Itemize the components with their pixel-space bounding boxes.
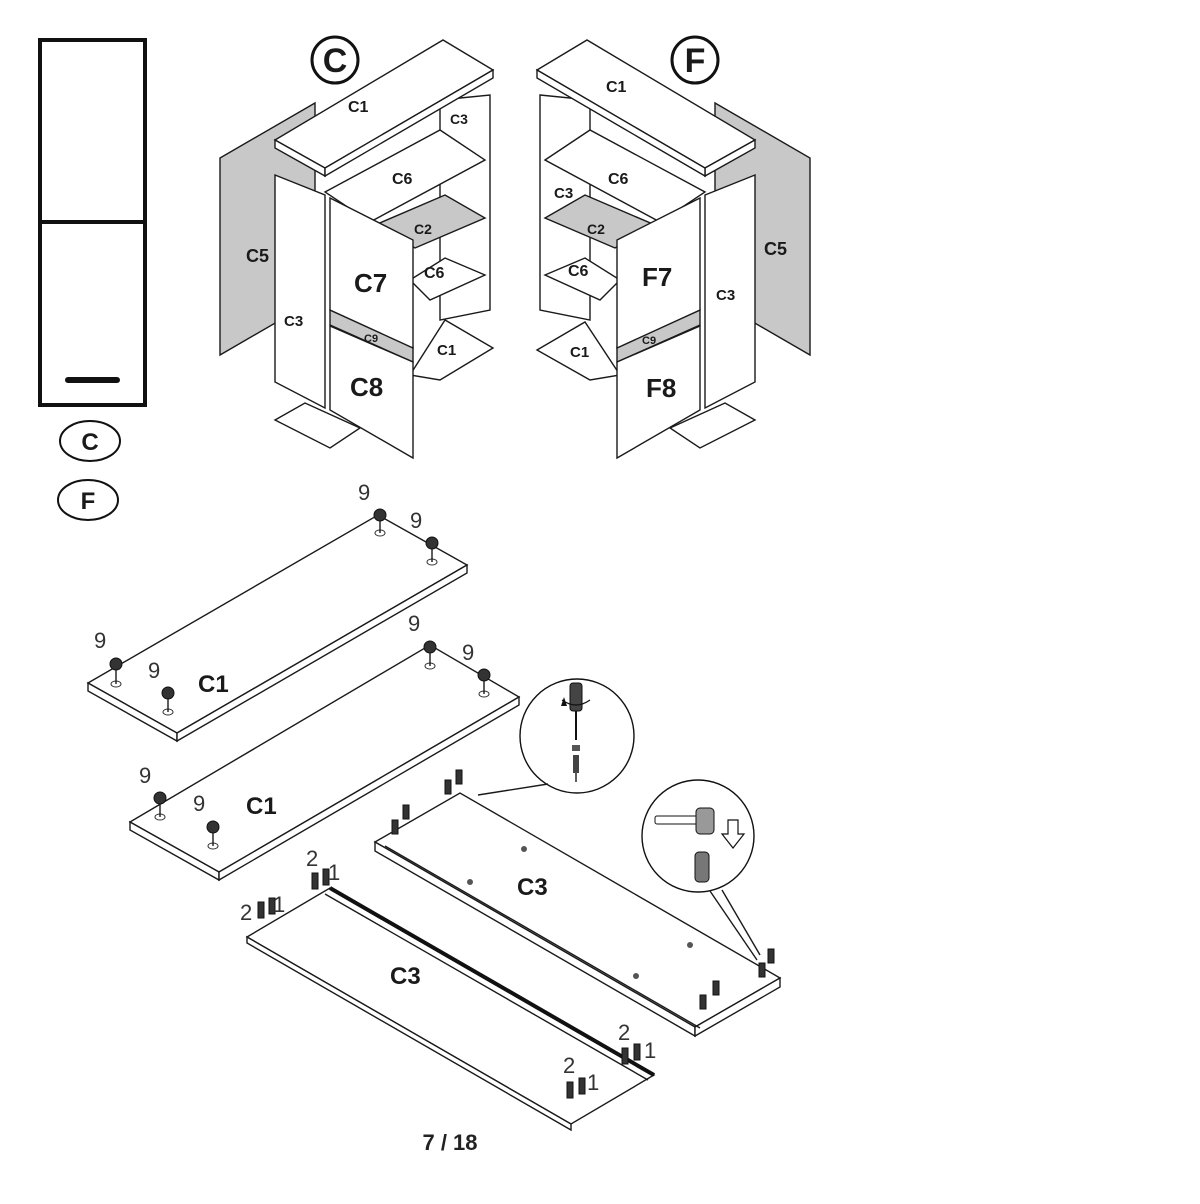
c7-upper-door xyxy=(329,196,414,350)
dowel-pin xyxy=(322,868,330,886)
c6-lower-label: C6 xyxy=(424,265,445,282)
f7-upper-door xyxy=(616,196,701,350)
cam-lock-fitting xyxy=(373,508,387,537)
callout-number: 2 xyxy=(306,846,318,871)
callout-number: 9 xyxy=(410,508,422,533)
dowel-pin xyxy=(402,804,410,820)
f-c9-label: C9 xyxy=(642,335,656,347)
board-c1-upper-label: C1 xyxy=(198,671,229,698)
callout-number: 2 xyxy=(618,1020,630,1045)
f-c6-upper-label: C6 xyxy=(608,171,629,188)
c7-label: C7 xyxy=(354,268,387,298)
f-c6-lower-label: C6 xyxy=(568,263,589,280)
hammer-icon xyxy=(654,807,715,835)
cabinet-c-badge-ring xyxy=(310,35,360,85)
callout-number: 2 xyxy=(240,900,252,925)
board-c3-bottom: C3 2 1 2 1 2 1 2 1 xyxy=(240,846,656,1132)
dowel-pin xyxy=(566,1081,574,1099)
callout-number: 9 xyxy=(358,480,370,505)
page-number: 7 / 18 xyxy=(422,1130,478,1155)
cabinet-c-exploded: C C5 C3 C1 C6 C2 C6 C1 C3 C9 xyxy=(219,35,495,460)
callout-number: 1 xyxy=(328,860,340,885)
board-c1-middle: C1 9 9 9 9 xyxy=(128,611,521,882)
cam-lock-fitting xyxy=(423,640,437,670)
svg-text:F: F xyxy=(81,488,96,515)
cam-lock-fitting xyxy=(477,668,491,698)
f8-label: F8 xyxy=(646,373,676,403)
dowel-pin xyxy=(257,901,265,919)
c3-side-label: C3 xyxy=(284,313,303,330)
f-c1-bottom-label: C1 xyxy=(570,344,589,361)
cabinet-f-exploded: F C5 C3 C1 C6 C2 C6 C1 C3 C9 xyxy=(535,35,811,460)
cam-lock-fitting xyxy=(161,686,175,716)
f-c3-inner-label: C3 xyxy=(554,185,573,202)
f-c1-top-label: C1 xyxy=(606,79,627,96)
dowel-pin xyxy=(633,1043,641,1061)
screwdriver-icon xyxy=(569,682,583,712)
cam-lock-fitting xyxy=(206,820,220,850)
c3-inner-label: C3 xyxy=(450,111,468,127)
callout-number: 2 xyxy=(563,1053,575,1078)
variant-badge-f: F xyxy=(57,479,119,521)
callout-number: 9 xyxy=(462,640,474,665)
callout-number: 9 xyxy=(148,658,160,683)
c1-bottom-label: C1 xyxy=(437,342,456,359)
dowel-pin xyxy=(699,994,707,1010)
board-c1-middle-label: C1 xyxy=(246,793,277,820)
dowel-pin xyxy=(767,948,775,964)
f-c2-label: C2 xyxy=(587,221,605,237)
dowel-pin xyxy=(712,980,720,996)
dowel-pin xyxy=(578,1077,586,1095)
dowel-pin xyxy=(444,779,452,795)
f-c3-side-label: C3 xyxy=(716,287,735,304)
f-c5-label: C5 xyxy=(764,239,787,259)
callout-number: 9 xyxy=(94,628,106,653)
callout-number: 1 xyxy=(273,892,285,917)
cabinet-f-badge-ring xyxy=(670,35,720,85)
f8-lower-door xyxy=(616,324,701,460)
c5-label: C5 xyxy=(246,246,269,266)
cam-lock-fitting xyxy=(425,536,439,566)
cam-lock-fitting xyxy=(109,657,123,688)
c6-upper-label: C6 xyxy=(392,171,413,188)
dowel-pin xyxy=(621,1047,629,1065)
dowel-pin xyxy=(758,962,766,978)
board-c1-upper: C1 9 9 9 9 xyxy=(86,480,469,743)
arrow-down-icon xyxy=(720,819,746,849)
board-c3-right-label: C3 xyxy=(517,874,548,901)
board-c3-right: C3 xyxy=(373,769,782,1038)
callout-number: 9 xyxy=(193,791,205,816)
callout-number: 1 xyxy=(587,1070,599,1095)
c2-label: C2 xyxy=(414,221,432,237)
hammer-detail xyxy=(641,779,761,961)
svg-text:C: C xyxy=(81,429,98,456)
cam-lock-fitting xyxy=(153,791,167,821)
c3-side-panel xyxy=(274,173,326,410)
screwdriver-detail xyxy=(477,678,635,796)
cabinet-c-badge: C xyxy=(323,42,348,80)
dowel-icon xyxy=(694,851,710,883)
dowel-pin xyxy=(391,819,399,835)
c8-lower-door xyxy=(329,324,414,460)
c1-top-label: C1 xyxy=(348,99,369,116)
callout-number: 9 xyxy=(139,763,151,788)
f-c3-side-panel xyxy=(704,173,756,410)
dowel-pin xyxy=(268,897,276,915)
c8-label: C8 xyxy=(350,372,383,402)
board-c3-bottom-label: C3 xyxy=(390,963,421,990)
f7-label: F7 xyxy=(642,262,672,292)
dowel-pin xyxy=(455,769,463,785)
cabinet-thumbnail xyxy=(38,38,147,407)
cabinet-f-badge: F xyxy=(685,42,706,80)
variant-badge-c: C xyxy=(59,420,121,462)
callout-number: 1 xyxy=(644,1038,656,1063)
callout-number: 9 xyxy=(408,611,420,636)
dowel-pin xyxy=(311,872,319,890)
